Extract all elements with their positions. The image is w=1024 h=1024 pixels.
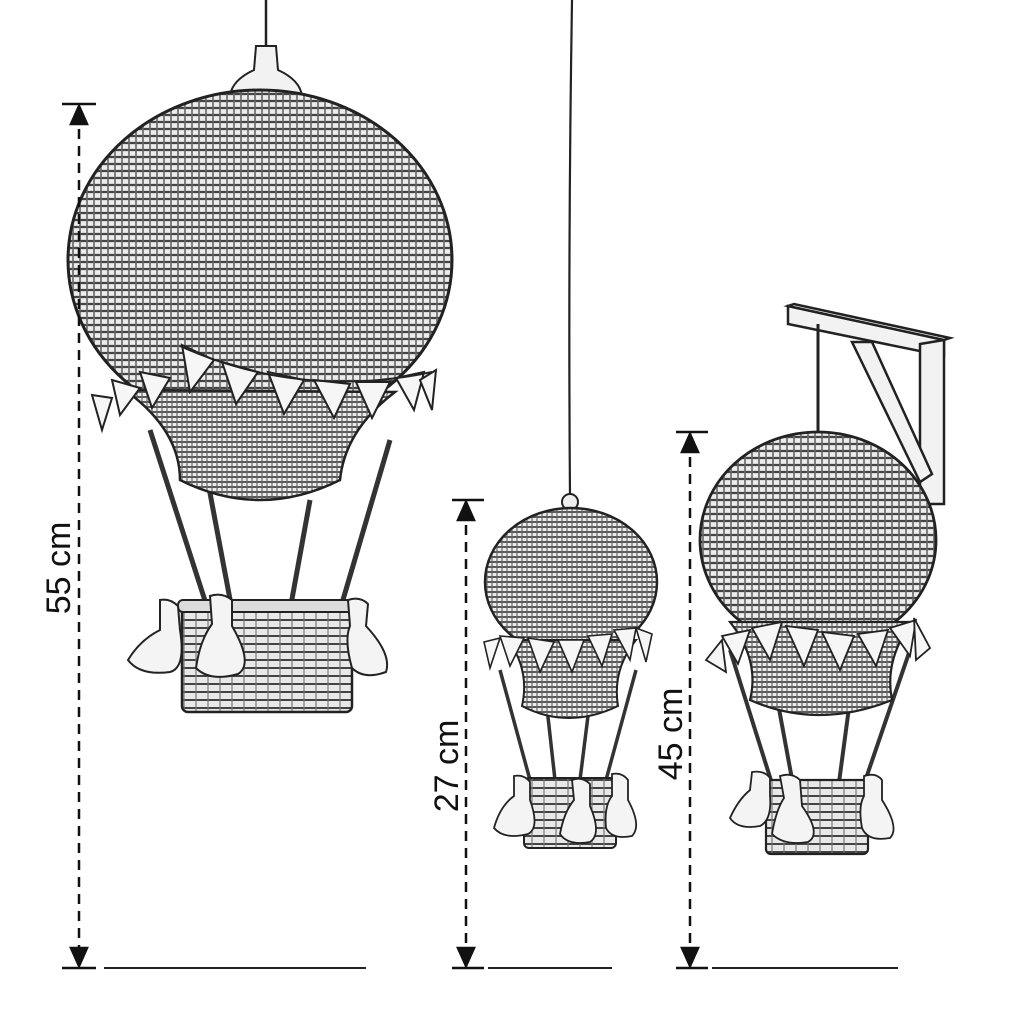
wall-dimension-line <box>676 430 708 970</box>
large-lamp-basket-rim <box>177 599 357 613</box>
small-dimension-line <box>452 498 484 970</box>
large-lamp-sandbags <box>126 593 388 678</box>
large-bunting-flags <box>90 343 438 434</box>
small-dimension-label: 27 cm <box>428 720 466 813</box>
wall-balloon-lamp <box>698 302 955 856</box>
large-dimension-label: 55 cm <box>40 522 78 615</box>
wall-dimension-label: 45 cm <box>652 688 690 781</box>
small-lamp-sandbags <box>493 772 638 844</box>
small-lamp-cord <box>568 0 574 499</box>
wall-lamp-sandbags <box>728 770 895 844</box>
large-balloon-lamp <box>66 0 454 714</box>
small-bunting-flags <box>483 626 653 675</box>
large-balloon-skirt <box>121 388 399 502</box>
wall-bracket <box>783 302 955 506</box>
wall-balloon-envelope <box>698 430 938 650</box>
small-balloon-lamp <box>483 0 659 849</box>
wall-bunting-flags <box>704 617 932 674</box>
large-dimension-line <box>62 102 96 970</box>
large-lamp-canopy <box>228 45 304 97</box>
